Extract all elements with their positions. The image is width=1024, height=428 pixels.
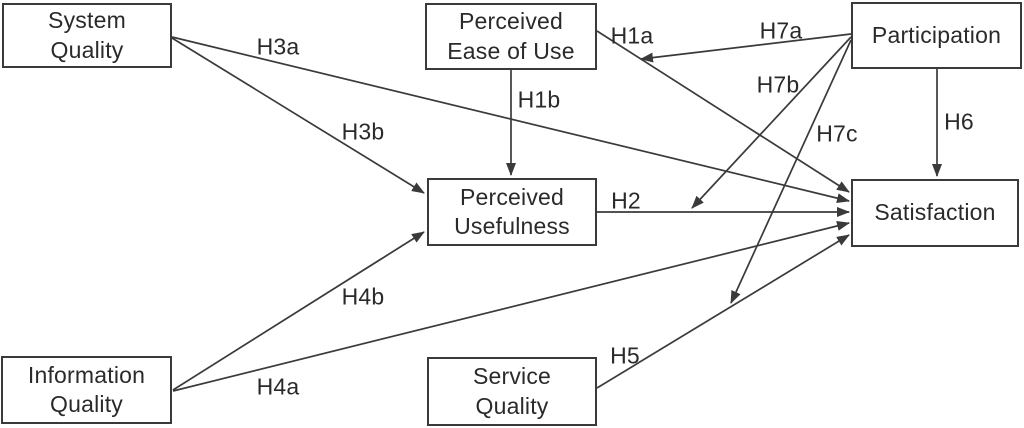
edge-h3b-arrow [171, 37, 425, 194]
node-perceived-ease-of-use-label: Perceived [458, 8, 564, 35]
edge-h4b-arrow [172, 231, 425, 391]
node-system-quality-label: Quality [50, 36, 124, 63]
edge-h7c-arrow [730, 39, 852, 304]
node-information-quality-label: Quality [50, 391, 123, 417]
edge-label-h5: H5 [610, 342, 640, 369]
node-satisfaction-label: Satisfaction [874, 199, 996, 226]
edge-label-h2: H2 [611, 187, 641, 214]
node-participation: Participation [851, 2, 1022, 69]
node-satisfaction: Satisfaction [851, 179, 1019, 247]
node-perceived-ease-of-use-label: Ease of Use [447, 37, 575, 64]
edge-h3a-arrow [171, 36, 850, 204]
node-participation-label: Participation [871, 21, 1002, 48]
edge-h1a-arrow [596, 30, 850, 193]
edge-h7a-arrow [640, 33, 852, 63]
node-service-quality-label: Service [472, 363, 552, 390]
edge-label-h7c: H7c [816, 120, 858, 147]
edge-h5-arrow [596, 234, 850, 389]
node-perceived-usefulness-label: Usefulness [454, 213, 570, 239]
edge-h4a-arrow [172, 221, 850, 392]
edge-label-h3a: H3a [256, 33, 300, 60]
node-information-quality-label: Information [27, 361, 146, 388]
edge-label-h6: H6 [944, 108, 974, 135]
edge-h7b-arrow [691, 36, 852, 209]
node-system-quality-label: System [48, 7, 126, 34]
edge-label-h7a: H7a [759, 17, 803, 44]
edge-label-h1a: H1a [610, 22, 654, 49]
edge-label-h4a: H4a [256, 373, 300, 400]
edge-label-h3b: H3b [341, 118, 385, 145]
edge-label-h7b: H7b [756, 71, 800, 98]
edge-label-h4b: H4b [341, 283, 385, 310]
node-perceived-usefulness-label: Perceived [459, 183, 565, 210]
node-service-quality-label: Quality [475, 392, 549, 419]
edge-label-h1b: H1b [517, 86, 561, 113]
